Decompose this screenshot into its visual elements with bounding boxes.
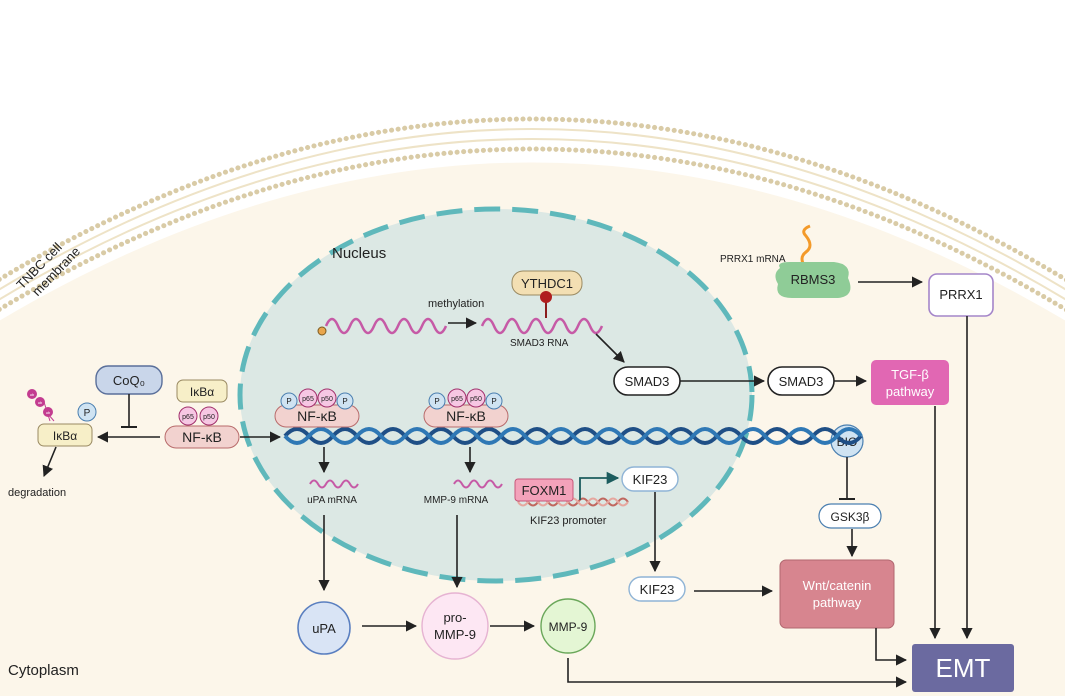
nfkb-mmp9-p-left-label: P xyxy=(434,397,439,406)
prrx1-node xyxy=(928,273,994,317)
prrx1-label: PRRX1 xyxy=(939,287,982,302)
nfkb-upa-p-left-label: P xyxy=(286,397,291,406)
methylation-label: methylation xyxy=(428,298,484,310)
kif23-promoter-label: KIF23 promoter xyxy=(530,515,607,527)
nfkb-upa-node xyxy=(274,404,360,428)
nfkb-mmp9-p50-label: p50 xyxy=(470,396,482,403)
upa-mrna-strand xyxy=(309,479,359,489)
ubiquitin-3-label: ub xyxy=(46,410,51,415)
nfkb-upa-p-right-label: P xyxy=(342,397,347,406)
mmp9-node xyxy=(540,598,596,654)
wnt-label-line1: Wnt/catenin xyxy=(803,578,872,593)
ythdc1-label: YTHDC1 xyxy=(521,276,573,291)
kif23-nuclear-label: KIF23 xyxy=(633,472,668,487)
degradation-label: degradation xyxy=(8,487,66,499)
nfkb-mmp9-p-right xyxy=(485,392,503,410)
ikba-complex-p65-label: p65 xyxy=(182,414,194,421)
upa-node xyxy=(297,601,351,655)
nfkb-mmp9-node xyxy=(423,404,509,428)
gsk3b-node xyxy=(818,503,882,529)
nfkb-upa-label: NF-κB xyxy=(297,408,337,424)
nfkb-mmp9-p65 xyxy=(447,388,467,408)
rbms3-node xyxy=(775,262,851,298)
pro-mmp9-label-line2: MMP-9 xyxy=(434,627,476,642)
upa-mrna-label: uPA mRNA xyxy=(307,495,357,506)
ubiquitin-2 xyxy=(35,397,45,407)
nfkb-upa-p-left xyxy=(280,392,298,410)
nfkb-mmp9-p50 xyxy=(466,388,486,408)
coq0-label: CoQ₀ xyxy=(113,373,145,388)
kif23-cytoplasm-node xyxy=(628,576,686,602)
smad3-rna-label: SMAD3 RNA xyxy=(510,338,569,349)
rbms3-label: RBMS3 xyxy=(791,272,836,287)
tgf-beta-label-line2: pathway xyxy=(886,384,935,399)
ikba-complex-node xyxy=(176,379,228,403)
ikba-phosphate xyxy=(77,402,97,422)
foxm1-label: FOXM1 xyxy=(522,483,567,498)
dna-helix xyxy=(283,427,863,445)
prrx1-mrna-label: PRRX1 mRNA xyxy=(720,254,786,265)
mmp9-mrna-strand xyxy=(453,479,503,489)
smad3-rna xyxy=(480,317,604,335)
mmp9-to-emt-arrow xyxy=(567,658,908,688)
nfkb-main-label: NF-κB xyxy=(182,429,222,445)
upa-label: uPA xyxy=(312,621,336,636)
unmethylated-rna xyxy=(324,317,448,335)
nfkb-upa-p-right xyxy=(336,392,354,410)
nfkb-upa-p65-label: p65 xyxy=(302,396,314,403)
prrx1-mrna-strand xyxy=(800,224,812,269)
nfkb-main-node xyxy=(164,425,240,449)
ubiquitin-3 xyxy=(43,407,53,417)
ubiquitin-1-label: ub xyxy=(30,392,35,397)
foxm1-node xyxy=(514,478,574,502)
mmp9-label: MMP-9 xyxy=(549,620,588,634)
ikba-phospho-label: IκBα xyxy=(53,429,77,443)
m6a-mark xyxy=(540,291,552,303)
emt-label: EMT xyxy=(936,653,991,683)
pro-mmp9-label-line1: pro- xyxy=(443,610,466,625)
ikba-complex-p65 xyxy=(178,406,198,426)
gsk3b-label: GSK3β xyxy=(831,510,870,524)
nfkb-mmp9-p65-label: p65 xyxy=(451,396,463,403)
kif23-nuclear-node xyxy=(621,466,679,492)
rna-to-smad3-arrow xyxy=(595,333,625,363)
ikba-complex-p50 xyxy=(199,406,219,426)
ubiquitin-chain: ub ub ub xyxy=(27,389,55,422)
nfkb-mmp9-p-left xyxy=(428,392,446,410)
ubiquitin-2-label: ub xyxy=(38,400,43,405)
ikba-complex-p50-label: p50 xyxy=(203,414,215,421)
mmp9-mrna-label: MMP-9 mRNA xyxy=(424,495,489,506)
wnt-catenin-pathway-node xyxy=(779,559,895,629)
kif23-promoter-dna-strand-a xyxy=(517,497,629,507)
emt-node xyxy=(912,644,1014,692)
smad3-nuclear-label: SMAD3 xyxy=(625,374,670,389)
rna-cap xyxy=(317,326,327,336)
pro-mmp9-node xyxy=(421,592,489,660)
nfkb-upa-p50-label: p50 xyxy=(321,396,333,403)
nfkb-mmp9-p-right-label: P xyxy=(491,397,496,406)
kif23-cytoplasm-label: KIF23 xyxy=(640,582,675,597)
degradation-arrow xyxy=(42,446,57,478)
tnbc-cell-membrane xyxy=(0,116,1065,313)
ubiquitin-1 xyxy=(27,389,37,399)
tgf-beta-pathway-node xyxy=(871,360,949,405)
nfkb-upa-p65 xyxy=(298,388,318,408)
promoter-transcription-arrow xyxy=(579,471,620,500)
wnt-to-emt-arrow xyxy=(875,628,908,666)
ikba-phospho-node xyxy=(37,423,93,447)
ikba-complex-label: IκBα xyxy=(190,385,214,399)
nfkb-mmp9-label: NF-κB xyxy=(446,408,486,424)
smad3-cytoplasm-label: SMAD3 xyxy=(779,374,824,389)
nfkb-upa-p50 xyxy=(317,388,337,408)
nucleus-label: Nucleus xyxy=(332,245,386,262)
cytoplasm-label: Cytoplasm xyxy=(8,662,79,679)
wnt-label-line2: pathway xyxy=(813,595,862,610)
tgf-beta-label-line1: TGF-β xyxy=(891,367,929,382)
ikba-phosphate-label: P xyxy=(84,408,91,419)
